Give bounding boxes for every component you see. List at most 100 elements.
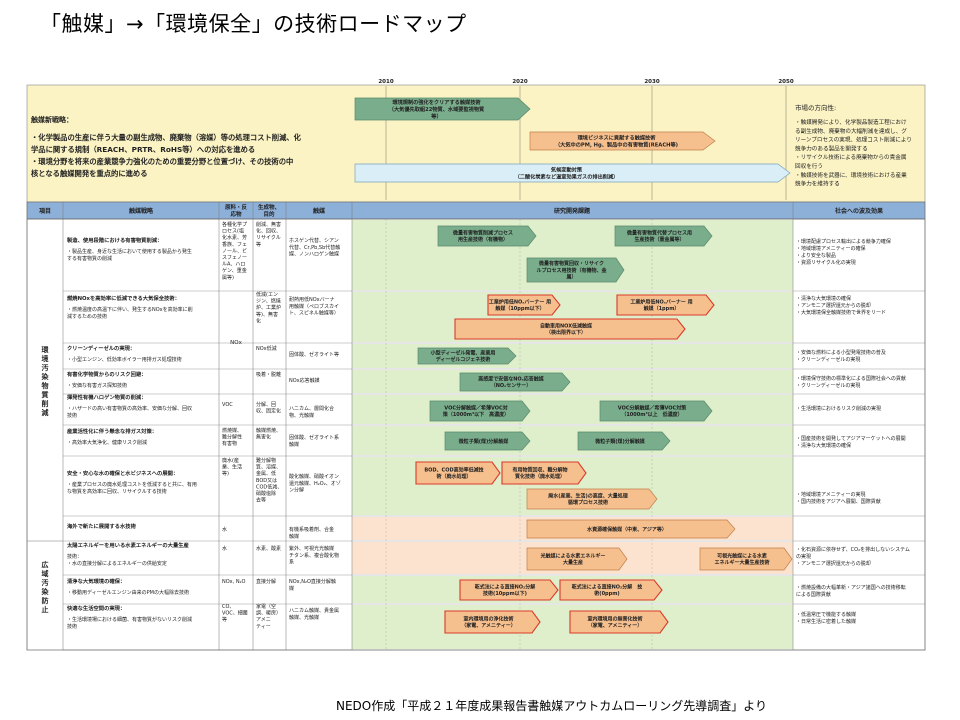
- row-catalyst: NOx応答触媒: [289, 377, 320, 384]
- row-material: VOC、細菌: [222, 610, 248, 617]
- row-material: 廃水(産: [222, 457, 239, 464]
- group-label: 染: [42, 372, 50, 381]
- row-catalyst: 有機系吸着剤、合金: [289, 526, 334, 533]
- rd-arrow-label: （1000m³以上 低濃度）: [621, 411, 682, 418]
- rd-arrow-label: 工業炉用低NOₓバーナー 用: [489, 299, 551, 306]
- row-catalyst: 用触媒（ペロブスカイ: [289, 303, 339, 310]
- strategy-line: 核となる触媒開発を重点的に進める: [31, 169, 148, 178]
- row-desc: ・産業プロセスの廃水処理コストを低減すると共に、有用: [67, 481, 197, 488]
- group-label: 止: [42, 605, 49, 614]
- row-product: NOx低減: [256, 345, 277, 352]
- row-title: 海外で新たに展開する水技術: [67, 522, 137, 530]
- rd-arrow-label: 属）: [566, 273, 576, 280]
- top-arrow: [354, 163, 791, 183]
- row-title: 製造、使用段階における有害物質削減：: [67, 236, 162, 244]
- header-impact: 社会への波及効果: [834, 207, 883, 215]
- row-title: 安全・安心な水の確保と水ビジネスへの展開：: [67, 469, 178, 477]
- row-impact: ・低温常圧で機能する触媒: [796, 611, 856, 618]
- direction-line: 回収を行う: [795, 162, 823, 170]
- rd-arrow: [437, 225, 537, 247]
- row-product: COD低減、: [256, 483, 282, 490]
- direction-line: 競争力を維持する: [795, 180, 840, 188]
- row-material: 属等): [222, 274, 234, 281]
- row-material: 難分解性: [222, 434, 242, 441]
- row-catalyst: ハニカム、層間化合: [289, 405, 334, 412]
- row-material: ルA、ハロ: [222, 262, 245, 268]
- rd-arrow-label: 触媒（1ppm）: [644, 305, 680, 312]
- header-material: 原料・反: [225, 203, 248, 211]
- row-product: 金属、低: [256, 470, 276, 477]
- rd-arrow-label: ディーゼルコジェネ技術: [436, 356, 491, 363]
- row-impact: ・清浄な大気環境の確保: [796, 295, 851, 302]
- group-label: 削: [42, 399, 49, 408]
- strategy-line: ・化学製品の生産に伴う大量の副生成物、廃棄物（溶媒）等の処理コスト削減、化: [31, 133, 302, 142]
- row-impact: ・安価な燃料による小型発電技術の普及: [796, 349, 886, 356]
- row-impact: ・環境保守技術の標準化による国際社会への貢献: [796, 375, 906, 382]
- top-arrow-label: 環境規制の強化をクリアする触媒技術: [392, 98, 481, 106]
- nox-shared-label: NOx: [230, 340, 242, 346]
- group-label: 物: [42, 381, 49, 390]
- rd-arrow-label: 微粒子類(煤)分解触媒: [458, 438, 510, 445]
- top-arrow: [529, 131, 716, 151]
- row-catalyst: 媒、ノンハロゲン触媒: [289, 251, 339, 258]
- row-impact: ・生活環境におけるリスク削減の実現: [796, 405, 881, 412]
- rd-arrow: [501, 461, 587, 485]
- row-catalyst: 物、光触媒: [289, 412, 314, 419]
- rd-arrow: [454, 318, 686, 340]
- row-desc: ・高効率大気浄化、健康リスク削減: [67, 439, 147, 446]
- row-product: 削減、無害: [256, 221, 281, 228]
- row-product: 等)、無害: [256, 311, 278, 318]
- rd-arrow-label: 工業炉用低NOₓバーナー 用: [630, 299, 692, 306]
- row-impact: ・国内技術をアジアへ展開、国際貢献: [796, 498, 881, 505]
- header-product: 生成物、: [258, 203, 280, 211]
- row-title: 快適な生活空間の実現：: [67, 604, 125, 612]
- rd-arrow-label: 生産技術（重金属等）: [634, 236, 684, 243]
- rd-arrow-label: 乾式法による直接NO₂分解: [475, 584, 535, 591]
- row-title: 有害化学物質からのリスク回避：: [67, 370, 146, 378]
- row-impact: ・クリーンディーゼルの実現: [796, 356, 860, 363]
- row-catalyst: チタン系、複合酸化物: [289, 552, 339, 559]
- header-product: 目的: [263, 210, 275, 218]
- header-rd: 研究開発課題: [554, 207, 591, 215]
- row-title: 産業活性化に伴う懸念な排ガス対策：: [67, 427, 157, 435]
- row-catalyst: 触媒: [289, 533, 299, 540]
- rd-arrow-label: 水資源確保触媒（中東、アジア等）: [586, 526, 667, 533]
- row-desc: ・製品生産、身近な生活において使用する製品から発生: [67, 248, 192, 255]
- row-product: 化: [256, 317, 261, 324]
- rd-arrow: [459, 579, 559, 601]
- top-arrow-label: 環境ビジネスに貢献する触媒技術: [578, 134, 657, 142]
- rd-arrow-label: 有用物質回収、難分解物: [512, 467, 567, 474]
- row-catalyst: ト、スピネル触媒等）: [289, 310, 339, 317]
- row-impact: ・大気環境保全触媒技術で世界をリード: [796, 309, 886, 316]
- group-label: 染: [42, 587, 50, 596]
- row-product: ティー: [256, 624, 271, 630]
- rd-arrow: [459, 372, 571, 392]
- direction-line: ・触媒開発により、化学製品製造工程におけ: [795, 118, 907, 126]
- row-product: 難分解物: [256, 457, 276, 464]
- rd-arrow: [526, 547, 628, 571]
- rd-row-fill: [352, 395, 793, 424]
- row-material: 香族、フェ: [222, 241, 247, 248]
- rd-arrow-label: VOC分解触媒／希薄VOC対: [444, 405, 507, 412]
- rd-arrow-label: 技術(10ppm以下): [483, 590, 527, 597]
- row-product: 等: [256, 241, 261, 248]
- rd-arrow: [559, 579, 663, 601]
- rd-arrow-label: 小型ディーゼル発電、産業用: [431, 350, 496, 357]
- row-product: アメニ: [256, 617, 271, 623]
- rd-row-fill: [352, 426, 793, 455]
- row-catalyst: NOx,N₂O直接分解触: [289, 578, 336, 585]
- row-desc: ・燃焼温度の高温下に伴い、発生するNOxを高効率に削: [67, 306, 193, 313]
- header-strategy: 触媒戦略: [128, 207, 154, 215]
- row-desc: ・移動用ディーゼルエンジン由来のPMの大幅除去技術: [67, 589, 189, 596]
- row-desc: 技術：: [67, 553, 82, 560]
- row-product: 質、溶媒、: [256, 464, 281, 471]
- row-material: 業、生活: [222, 464, 242, 471]
- rd-arrow-label: （検出限界以下）: [546, 329, 586, 336]
- rd-arrow: [526, 257, 625, 283]
- group-label: 質: [42, 390, 49, 399]
- rd-arrow-label: 触媒（10ppm以下）: [495, 305, 544, 312]
- rd-arrow-label: 光触媒による水素エネルギー: [540, 553, 606, 560]
- year-label: 2010: [378, 79, 393, 85]
- year-label: 2020: [512, 79, 527, 85]
